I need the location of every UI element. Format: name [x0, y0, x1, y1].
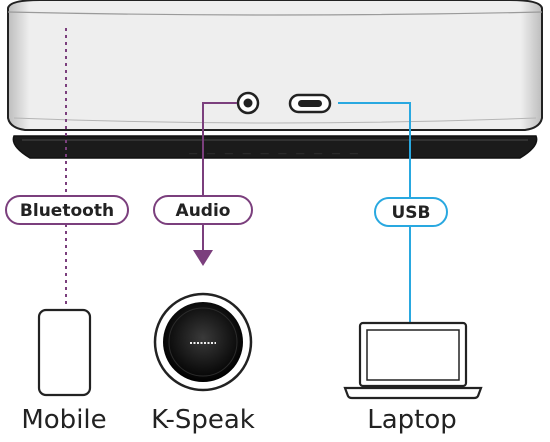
- laptop-label: Laptop: [367, 405, 457, 435]
- bluetooth-label: Bluetooth: [20, 201, 114, 221]
- svg-text:— — — — — — — — — —: — — — — — — — — — —: [189, 149, 362, 159]
- audio-jack-port: [236, 91, 260, 115]
- audio-label-pill: Audio: [153, 195, 253, 225]
- mobile-phone-icon: [37, 308, 92, 397]
- usb-label-pill: USB: [374, 197, 448, 227]
- k-speak-speaker-icon: [153, 292, 253, 392]
- usb-connection-line: [338, 102, 411, 323]
- mobile-label: Mobile: [21, 405, 106, 435]
- speakerphone-hub-icon: — — — — — — — — — —: [7, 0, 543, 159]
- kspeak-label: K-Speak: [151, 405, 255, 435]
- audio-arrow-icon: [193, 250, 213, 266]
- usb-label: USB: [391, 203, 430, 223]
- bluetooth-label-pill: Bluetooth: [5, 195, 129, 225]
- usb-c-port: [288, 93, 332, 114]
- audio-label: Audio: [176, 201, 231, 221]
- laptop-icon: [343, 321, 483, 400]
